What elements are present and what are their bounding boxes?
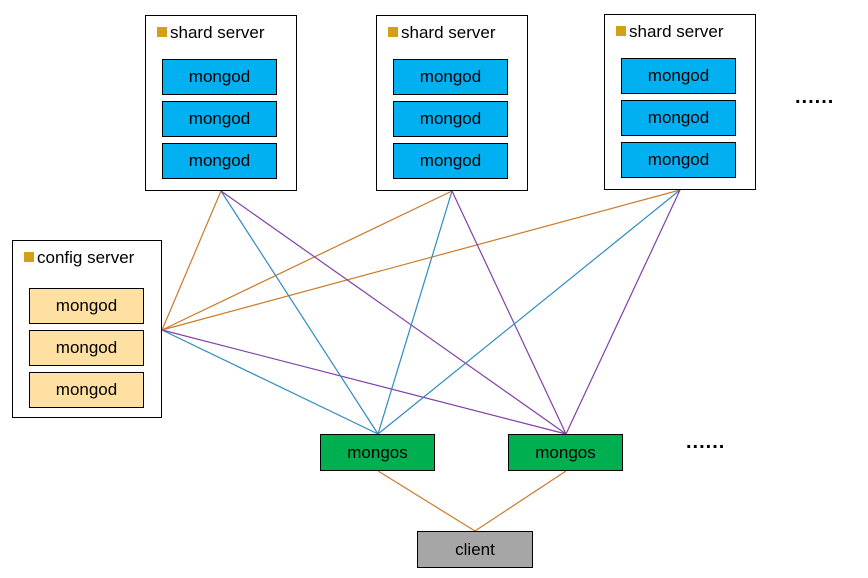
mongos-router-2[interactable]: mongos xyxy=(508,434,623,471)
config-to-shard-1-line xyxy=(161,190,222,331)
square-bullet-icon xyxy=(388,27,398,37)
shard-mongod-node[interactable]: mongod xyxy=(621,142,736,178)
client-node[interactable]: client xyxy=(417,531,533,568)
shard-server-2: shard server mongod mongod mongod xyxy=(376,15,528,191)
config-server-title: config server xyxy=(24,248,134,268)
shard-1-to-mongos-2-line xyxy=(220,190,567,435)
shard-server-label: shard server xyxy=(401,23,496,42)
mongos-2-to-client-line xyxy=(474,470,567,532)
shard-2-to-mongos-2-line xyxy=(451,190,567,435)
shard-server-label: shard server xyxy=(170,23,265,42)
shard-mongod-node[interactable]: mongod xyxy=(621,100,736,136)
mongos-1-to-client-line xyxy=(377,470,476,532)
shard-1-to-mongos-1-line xyxy=(220,190,379,435)
more-routers-ellipsis: ...... xyxy=(686,431,726,453)
shard-mongod-node[interactable]: mongod xyxy=(621,58,736,94)
shard-server-title: shard server xyxy=(157,23,264,43)
config-to-mongos-2-line xyxy=(161,329,567,435)
config-mongod-node[interactable]: mongod xyxy=(29,372,144,408)
shard-server-title: shard server xyxy=(388,23,495,43)
more-shards-ellipsis: ...... xyxy=(795,86,835,108)
square-bullet-icon xyxy=(157,27,167,37)
config-to-shard-2-line xyxy=(161,190,453,331)
shard-server-3: shard server mongod mongod mongod xyxy=(604,14,756,190)
shard-3-to-mongos-1-line xyxy=(377,189,681,435)
square-bullet-icon xyxy=(616,26,626,36)
shard-server-1: shard server mongod mongod mongod xyxy=(145,15,297,191)
shard-mongod-node[interactable]: mongod xyxy=(393,143,508,179)
config-to-shard-3-line xyxy=(161,189,681,331)
shard-mongod-node[interactable]: mongod xyxy=(162,59,277,95)
config-mongod-node[interactable]: mongod xyxy=(29,288,144,324)
shard-server-label: shard server xyxy=(629,22,724,41)
mongos-router-1[interactable]: mongos xyxy=(320,434,435,471)
shard-server-title: shard server xyxy=(616,22,723,42)
shard-2-to-mongos-1-line xyxy=(377,190,453,435)
shard-mongod-node[interactable]: mongod xyxy=(162,143,277,179)
shard-mongod-node[interactable]: mongod xyxy=(162,101,277,137)
shard-mongod-node[interactable]: mongod xyxy=(393,101,508,137)
config-mongod-node[interactable]: mongod xyxy=(29,330,144,366)
config-server: config server mongod mongod mongod xyxy=(12,240,162,418)
shard-mongod-node[interactable]: mongod xyxy=(393,59,508,95)
shard-3-to-mongos-2-line xyxy=(565,189,681,435)
config-to-mongos-1-line xyxy=(161,329,379,435)
square-bullet-icon xyxy=(24,252,34,262)
config-server-label: config server xyxy=(37,248,135,267)
